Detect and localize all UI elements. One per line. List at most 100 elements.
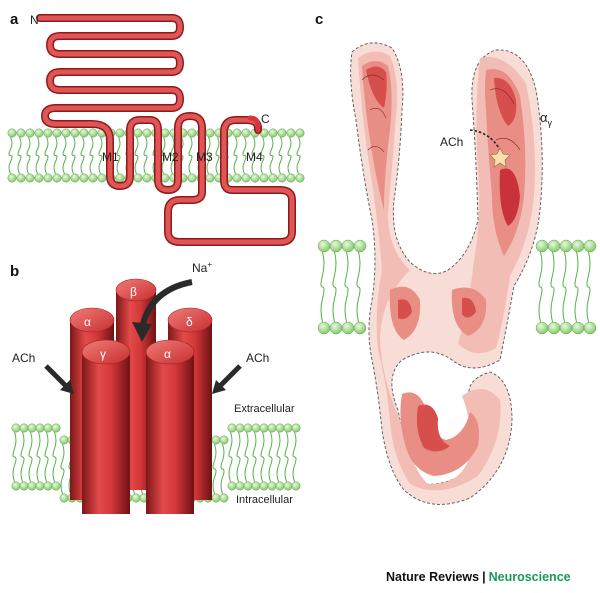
- lipid-head: [160, 173, 170, 183]
- lipid-head: [251, 481, 261, 491]
- lipid-head: [353, 239, 367, 253]
- ach-label-c: ACh: [440, 135, 463, 149]
- lipid-head: [52, 128, 62, 138]
- lipid-head: [70, 128, 80, 138]
- lipid-head: [277, 128, 287, 138]
- lipid-tail: [562, 251, 567, 323]
- lipid-head: [559, 239, 573, 253]
- lipid-tail: [228, 432, 233, 482]
- lipid-head: [329, 321, 343, 335]
- lipid-head: [341, 239, 355, 253]
- lipid-head: [259, 173, 269, 183]
- lipid-head: [353, 321, 367, 335]
- lipid-head: [133, 128, 143, 138]
- lipid-head: [295, 128, 305, 138]
- lipid-tail: [586, 251, 591, 323]
- lipid-head: [19, 481, 29, 491]
- lipid-tail: [89, 136, 94, 175]
- ion-flow-arrow: [139, 279, 193, 329]
- panel-b-letter: b: [10, 263, 19, 280]
- lipid-head: [59, 493, 69, 503]
- lipid-head: [88, 173, 98, 183]
- segment-m2-label: M2: [162, 150, 179, 164]
- subunit-label-alpha-left: α: [84, 315, 91, 329]
- segment-m1-label: M1: [102, 150, 119, 164]
- lipid-head: [25, 128, 35, 138]
- subunit-alpha-right: [145, 339, 195, 514]
- lipid-head: [235, 481, 245, 491]
- lipid-head: [43, 128, 53, 138]
- lipid-tail: [212, 444, 217, 494]
- lipid-head: [187, 173, 197, 183]
- lipid-tail: [260, 432, 265, 482]
- subunit-label-delta: δ: [186, 315, 193, 329]
- lipid-head: [115, 173, 125, 183]
- lipid-tail: [284, 432, 289, 482]
- lipid-head: [187, 128, 197, 138]
- membrane-c: [317, 239, 597, 335]
- lipid-head: [16, 128, 26, 138]
- ach-label-left: ACh: [12, 351, 35, 365]
- segment-m3-label: M3: [196, 150, 213, 164]
- lipid-tail: [53, 136, 58, 175]
- lipid-head: [283, 481, 293, 491]
- lipid-head: [571, 321, 585, 335]
- lipid-head: [317, 321, 331, 335]
- lipid-head: [583, 321, 597, 335]
- lipid-head: [88, 128, 98, 138]
- lipid-tail: [12, 432, 17, 482]
- lipid-head: [79, 173, 89, 183]
- lipid-head: [43, 423, 53, 433]
- panel-a-letter: a: [10, 11, 19, 28]
- lipid-head: [7, 173, 17, 183]
- lipid-head: [160, 128, 170, 138]
- lipid-tail: [244, 432, 249, 482]
- lipid-head: [27, 423, 37, 433]
- lipid-tail: [276, 432, 281, 482]
- lipid-tail: [260, 136, 265, 175]
- lipid-head: [142, 128, 152, 138]
- lipid-head: [7, 128, 17, 138]
- lipid-head: [295, 173, 305, 183]
- n-terminus-label: N: [30, 13, 39, 27]
- lipid-head: [34, 173, 44, 183]
- lipid-tail: [62, 136, 67, 175]
- lipid-tail: [188, 136, 193, 175]
- lipid-tail: [20, 432, 25, 482]
- lipid-tail: [143, 136, 148, 175]
- subunit-label-beta: β: [130, 285, 137, 299]
- lipid-head: [219, 435, 229, 445]
- lipid-head: [35, 481, 45, 491]
- panel-a: a N C M1 M2 M3 M4: [7, 11, 305, 246]
- lipid-tail: [17, 136, 22, 175]
- extracellular-label: Extracellular: [234, 403, 295, 415]
- panel-c-letter: c: [315, 11, 323, 28]
- lipid-head: [341, 321, 355, 335]
- lipid-head: [131, 493, 141, 503]
- lipid-head: [232, 173, 242, 183]
- lipid-head: [547, 239, 561, 253]
- lipid-head: [51, 423, 61, 433]
- lipid-tail: [35, 136, 40, 175]
- lipid-tail: [44, 432, 49, 482]
- lipid-tail: [332, 251, 337, 323]
- ach-label-right: ACh: [246, 351, 269, 365]
- lipid-tail: [8, 136, 13, 175]
- panel-b: b: [10, 260, 301, 514]
- lipid-tail: [296, 136, 301, 175]
- lipid-head: [243, 423, 253, 433]
- lipid-head: [241, 128, 251, 138]
- lipid-head: [267, 481, 277, 491]
- lipid-head: [286, 128, 296, 138]
- lipid-head: [133, 173, 143, 183]
- credit-separator: |: [482, 570, 486, 584]
- lipid-head: [291, 423, 301, 433]
- lipid-head: [25, 173, 35, 183]
- lipid-head: [243, 481, 253, 491]
- lipid-head: [291, 481, 301, 491]
- lipid-head: [259, 481, 269, 491]
- lipid-head: [11, 481, 21, 491]
- lipid-head: [16, 173, 26, 183]
- lipid-head: [267, 423, 277, 433]
- lipid-head: [205, 173, 215, 183]
